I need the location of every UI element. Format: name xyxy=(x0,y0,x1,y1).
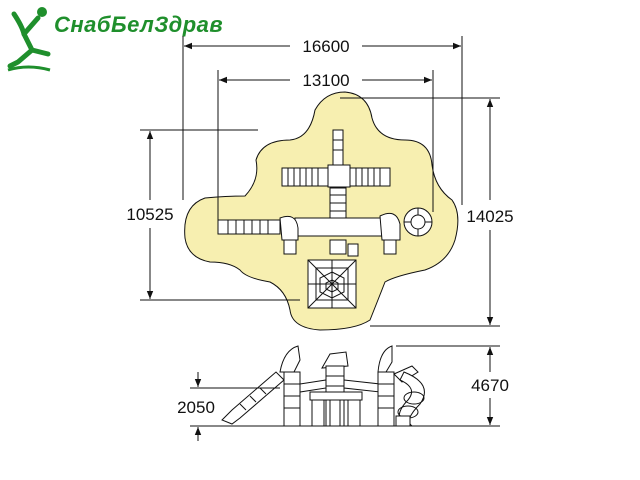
plan-ladder-east xyxy=(383,239,397,255)
dim-right-height: 14025 xyxy=(466,207,513,226)
plan-equipment xyxy=(217,129,433,309)
dim-platform-height: 2050 xyxy=(177,398,215,417)
plan-hood-west xyxy=(279,215,299,241)
elev-hood-east xyxy=(377,345,393,373)
elev-bridge-west xyxy=(299,379,327,393)
safety-zone xyxy=(184,91,459,331)
dim-inner-width: 13100 xyxy=(302,71,349,90)
athlete-logo-icon xyxy=(7,7,51,72)
plan-tube-slide-west xyxy=(217,219,281,235)
plan-walkway xyxy=(294,217,386,237)
plan-ladder-west xyxy=(283,239,297,255)
plan-dimensions xyxy=(140,36,500,327)
elev-hood-west xyxy=(279,345,301,373)
plan-tower-top xyxy=(327,164,351,188)
elev-bridge-east xyxy=(343,379,381,393)
dim-overall-width: 16600 xyxy=(302,37,349,56)
elev-tower-west xyxy=(283,371,301,427)
dim-total-height: 4670 xyxy=(471,376,509,395)
plan-bridge-west xyxy=(281,167,329,187)
elevation-dimensions xyxy=(190,345,500,441)
plan-step xyxy=(347,243,359,257)
plan-ladder-center xyxy=(329,239,347,255)
brand-name: СнабБелЗдрав xyxy=(54,12,224,37)
elevation-view xyxy=(205,345,455,427)
brand-logo: СнабБелЗдрав xyxy=(4,4,234,76)
elev-deck xyxy=(309,391,363,401)
dim-left-height: 10525 xyxy=(126,205,173,224)
elev-slide-west xyxy=(221,371,285,425)
elev-tower-east xyxy=(377,371,395,427)
plan-hood-east xyxy=(379,212,401,241)
